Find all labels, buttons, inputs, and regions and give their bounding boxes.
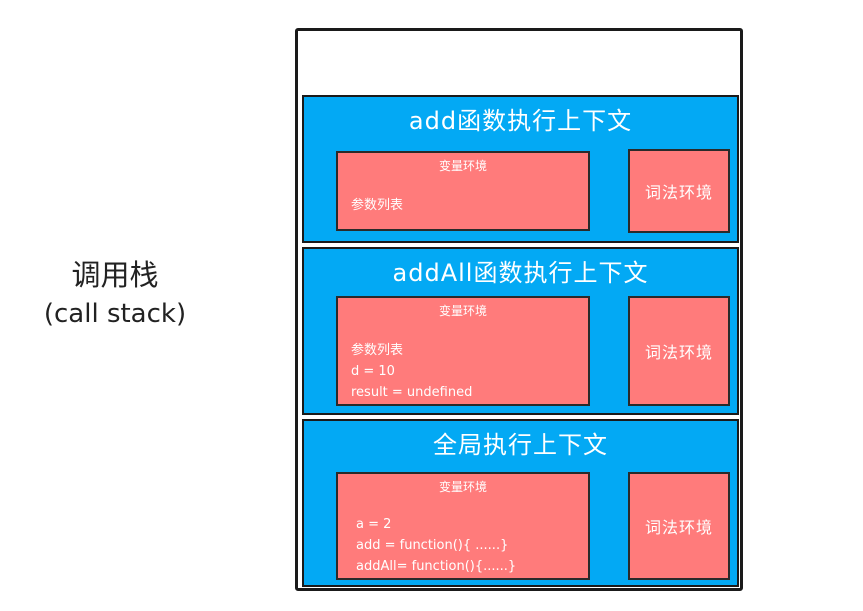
lexical-environment: 词法环境 [628, 296, 730, 406]
global-execution-context: 全局执行上下文 变量环境 a = 2 add = function(){ ...… [302, 419, 739, 587]
call-stack-label-cn: 调用栈 [71, 258, 159, 292]
context-title: addAll函数执行上下文 [392, 259, 649, 287]
variable-environment: 变量环境 参数列表 d = 10 result = undefined [336, 296, 590, 406]
variable-list: a = 2 add = function(){ ......} addAll= … [356, 514, 582, 577]
variable-environment: 变量环境 a = 2 add = function(){ ......} add… [336, 472, 590, 580]
add-execution-context: add函数执行上下文 变量环境 参数列表 词法环境 [302, 95, 739, 243]
variable-line: d = 10 [351, 364, 395, 379]
variable-line: result = undefined [351, 385, 473, 400]
addall-execution-context: addAll函数执行上下文 变量环境 参数列表 d = 10 result = … [302, 247, 739, 415]
variable-list: 参数列表 [351, 195, 582, 216]
variable-environment-title: 变量环境 [438, 480, 487, 494]
variable-line: 参数列表 [351, 198, 404, 213]
lexical-environment: 词法环境 [628, 149, 730, 233]
context-title: 全局执行上下文 [433, 431, 608, 459]
variable-environment: 变量环境 参数列表 [336, 151, 590, 231]
variable-line: addAll= function(){......} [356, 559, 517, 574]
call-stack-label: 调用栈 (call stack) [20, 255, 210, 333]
lexical-environment: 词法环境 [628, 472, 730, 580]
variable-line: a = 2 [356, 517, 392, 532]
variable-environment-title: 变量环境 [438, 159, 487, 173]
variable-line: add = function(){ ......} [356, 538, 509, 553]
variable-line: 参数列表 [351, 343, 404, 358]
variable-list: 参数列表 d = 10 result = undefined [351, 340, 582, 403]
variable-environment-title: 变量环境 [438, 304, 487, 318]
context-title: add函数执行上下文 [408, 107, 633, 135]
call-stack-label-en: (call stack) [43, 299, 187, 329]
